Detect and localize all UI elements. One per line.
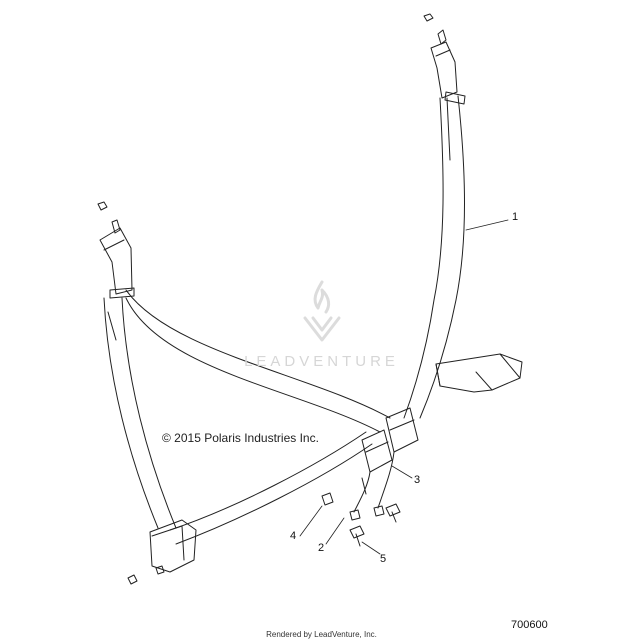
callout-2: 2 <box>318 542 324 554</box>
right-upper-anchor <box>423 13 466 105</box>
left-lower-retractor <box>127 519 197 585</box>
leader-4 <box>299 505 323 537</box>
leader-1 <box>465 219 509 231</box>
leader-5 <box>361 541 381 555</box>
watermark-text: LEADVENTURE <box>244 353 399 370</box>
leadventure-watermark-logo <box>303 280 341 342</box>
nut-item-4 <box>321 492 334 506</box>
lap-belt <box>125 289 391 545</box>
right-shoulder-belt <box>403 95 465 419</box>
right-retractor <box>435 353 523 393</box>
bolt-near-buckle <box>385 503 401 523</box>
diagram-id: 700600 <box>511 619 548 631</box>
render-credit: Rendered by LeadVenture, Inc. <box>266 630 377 639</box>
copyright-notice: © 2015 Polaris Industries Inc. <box>162 431 319 445</box>
leader-3 <box>391 465 413 479</box>
callout-1: 1 <box>512 211 518 223</box>
callout-5: 5 <box>380 553 386 565</box>
callout-leaders <box>299 219 509 555</box>
buckle-assembly <box>349 407 419 521</box>
bolt-item-5 <box>349 525 365 547</box>
callout-3: 3 <box>414 474 420 486</box>
left-upper-anchor <box>97 201 135 299</box>
leader-2 <box>325 517 345 545</box>
callout-4: 4 <box>290 530 296 542</box>
left-shoulder-belt <box>103 297 177 529</box>
